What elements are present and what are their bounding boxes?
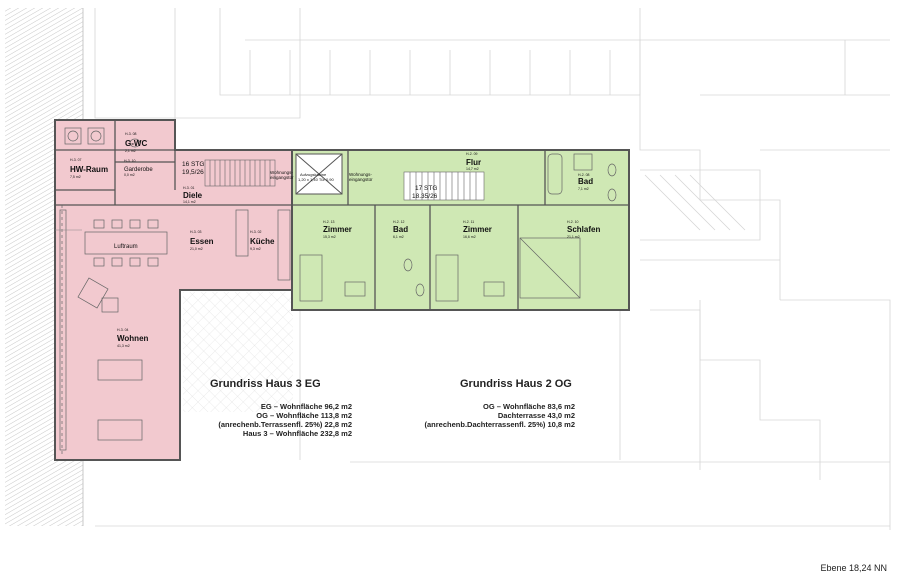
haus2-line-anrechenbar: (anrechenb.Dachterrassenfl. 25%) 10,8 m2 (425, 420, 575, 429)
room-code-essen: H-3. 03 (190, 230, 202, 234)
haus2-line-dachterrasse: Dachterrasse 43,0 m2 (498, 411, 575, 420)
room-name-essen: Essen (190, 237, 214, 246)
room-name-garderobe: Garderobe (124, 167, 153, 173)
room-code-garderobe: H-3. 10 (124, 159, 136, 163)
room-code-diele: H-3. 01 (183, 186, 195, 190)
haus2-plan (291, 149, 630, 311)
haus3-room-labels: H-3. 08 G-WC 2,1 m2 H-3. 07 HW-Raum 7,5 … (70, 132, 275, 348)
haus3-line-og: OG – Wohnfläche 113,8 m2 (256, 411, 352, 420)
room-name-bad-h2-08: Bad (578, 177, 593, 186)
haus2-summary: Grundriss Haus 2 OG OG – Wohnfläche 83,6… (425, 378, 575, 429)
room-area-schlafen: 21,1 m2 (567, 235, 580, 239)
haus2-title: Grundriss Haus 2 OG (460, 378, 572, 390)
haus3-line-terrasse: (anrechenb.Terrassenfl. 25%) 22,8 m2 (218, 420, 352, 429)
room-code-hwraum: H-3. 07 (70, 158, 82, 162)
room-area-bad-h2-08: 7,1 m2 (578, 187, 589, 191)
room-code-bad-h2-12: H-2. 12 (393, 220, 405, 224)
room-area-hwraum: 7,5 m2 (70, 175, 81, 179)
room-area-diele: 14,1 m2 (183, 200, 196, 204)
room-area-garderobe: 0,0 m2 (124, 173, 135, 177)
room-name-gwc: G-WC (125, 139, 147, 148)
room-code-zimmer-h2-13: H-2. 13 (323, 220, 335, 224)
haus3-summary: Grundriss Haus 3 EG EG – Wohnfläche 96,2… (210, 378, 352, 438)
room-name-flur: Flur (466, 158, 481, 167)
room-name-diele: Diele (183, 191, 203, 200)
haus3-line-total: Haus 3 – Wohnfläche 232,8 m2 (243, 429, 352, 438)
room-area-bad-h2-12: 6,1 m2 (393, 235, 404, 239)
room-code-wohnen: H-3. 04 (117, 328, 129, 332)
room-area-wohnen: 41,3 m2 (117, 344, 130, 348)
luftraum-label: Luftraum (114, 244, 138, 250)
lift-label-line1: Aufzugskabine (300, 172, 327, 177)
haus2-stair (403, 171, 485, 201)
stair-h2-count: 17 STG (415, 185, 437, 192)
room-area-kueche: 9,3 m2 (250, 247, 261, 251)
lift-label-line2: 1,20 x 1,40 Tür 0,90 (298, 177, 335, 182)
stair-h3-count: 16 STG (182, 161, 204, 168)
room-code-bad-h2-08: H-2. 08 (578, 173, 590, 177)
haus3-line-eg: EG – Wohnfläche 96,2 m2 (261, 402, 352, 411)
eingang-right-line2: eingangstür (349, 177, 373, 182)
eingang-left-line2: eingangstür (270, 175, 294, 180)
room-code-schlafen: H-2. 10 (567, 220, 579, 224)
haus2-room-labels: Wohnungs- eingangstür Aufzugskabine 1,20… (270, 152, 600, 239)
room-area-gwc: 2,1 m2 (125, 149, 136, 153)
stair-h2-ratio: 18.35/26 (412, 193, 438, 200)
eingang-right-line1: Wohnungs- (349, 172, 372, 177)
room-area-essen: 21,0 m2 (190, 247, 203, 251)
haus3-furniture (59, 127, 291, 455)
room-code-flur: H-2. 09 (466, 152, 478, 156)
room-name-kueche: Küche (250, 237, 275, 246)
room-area-zimmer-h2-13: 15,3 m2 (323, 235, 336, 239)
room-area-flur: 14,7 m2 (466, 167, 479, 171)
room-area-zimmer-h2-11: 16,6 m2 (463, 235, 476, 239)
room-code-zimmer-h2-11: H-2. 11 (463, 220, 474, 224)
stair-h3-ratio: 19,5/26 (182, 169, 204, 176)
room-code-gwc: H-3. 08 (125, 132, 137, 136)
room-name-wohnen: Wohnen (117, 334, 149, 343)
haus2-line-og: OG – Wohnfläche 83,6 m2 (483, 402, 575, 411)
room-name-schlafen: Schlafen (567, 225, 600, 234)
ebene-label: Ebene 18,24 NN (820, 563, 887, 573)
room-name-bad-h2-12: Bad (393, 225, 408, 234)
haus2-furniture (299, 153, 617, 302)
lift-shaft (295, 153, 343, 195)
room-name-hwraum: HW-Raum (70, 165, 108, 174)
room-name-zimmer-h2-13: Zimmer (323, 225, 352, 234)
site-outlines (94, 8, 891, 530)
haus3-title: Grundriss Haus 3 EG (210, 378, 321, 390)
room-name-zimmer-h2-11: Zimmer (463, 225, 492, 234)
eingang-left-line1: Wohnungs- (270, 170, 293, 175)
terrace-tiles (183, 292, 293, 412)
room-code-kueche: H-3. 02 (250, 230, 262, 234)
haus3-stair (204, 159, 276, 187)
